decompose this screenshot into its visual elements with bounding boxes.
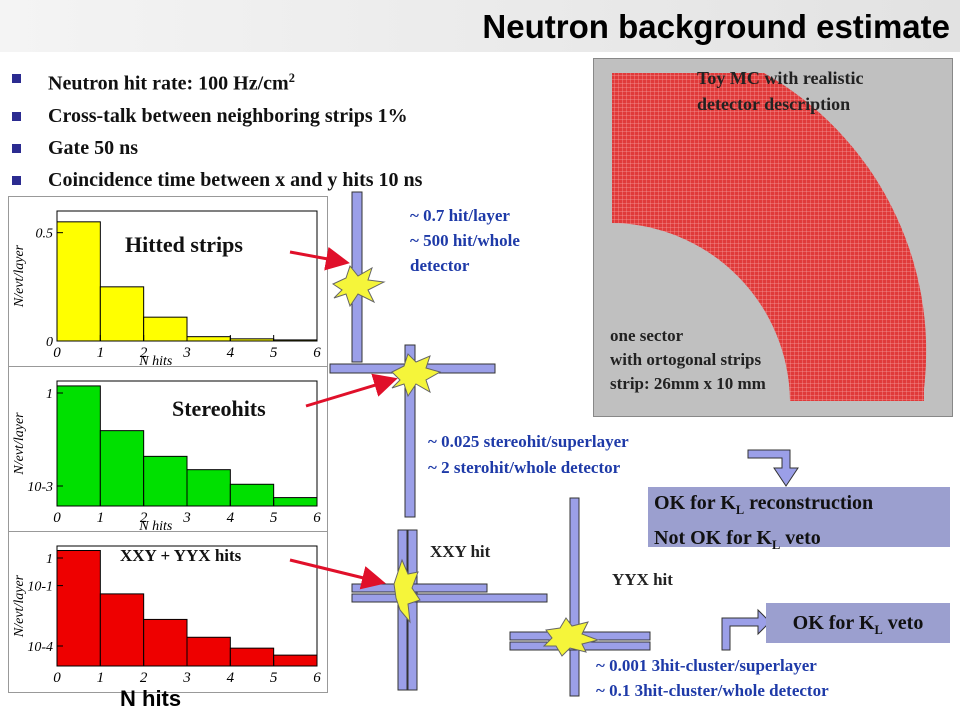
xxy-yyx-label: XXY + YYX hits (120, 546, 242, 565)
bullet-item: Cross-talk between neighboring strips 1% (12, 100, 422, 132)
bullet-item: Coincidence time between x and y hits 10… (12, 164, 422, 196)
y-tick-label: 0.5 (36, 227, 54, 242)
x-tick-label: 3 (182, 670, 191, 686)
sector-info-3: strip: 26mm x 10 mm (610, 374, 766, 393)
flow-arrows (721, 449, 799, 651)
hit-burst-icons (331, 264, 600, 657)
stereohits-label: Stereohits (172, 396, 266, 421)
y-tick-label: 10-1 (27, 580, 53, 595)
bullet-item: Neutron hit rate: 100 Hz/cm2 (12, 62, 422, 100)
bullet-square-icon (12, 143, 21, 153)
y-tick-label: 1 (46, 387, 53, 402)
histogram-bar (99, 430, 145, 507)
page-title: Neutron background estimate (482, 8, 950, 45)
ok-reconstruction-line: OK for KL reconstruction (654, 492, 874, 517)
x-tick-label: 1 (97, 345, 105, 361)
histogram-plot: 0 1 2 3 4 5 6 0 0.5N/evt/layer N hits (12, 210, 321, 369)
x-tick-label: 5 (270, 670, 278, 686)
not-ok-veto-line: Not OK for KL veto (654, 527, 821, 552)
x-tick-label: 4 (227, 510, 235, 526)
layer-stat-3: detector (410, 256, 470, 275)
histogram-bar (186, 469, 231, 507)
x-tick-label: 2 (140, 510, 148, 526)
cluster-stat-1: ~ 0.001 3hit-cluster/superlayer (596, 656, 817, 675)
histogram-bar (56, 385, 101, 507)
x-tick-label: 5 (270, 510, 278, 526)
x-tick-label: 2 (140, 345, 148, 361)
sector-info-2: with ortogonal strips (610, 350, 762, 369)
toy-mc-caption-1: Toy MC with realistic (697, 68, 864, 88)
toy-mc-sector-image (593, 58, 953, 417)
x-tick-label: 0 (53, 345, 61, 361)
ok-reconstruction-box: OK for KL reconstruction Not OK for KL v… (648, 487, 950, 552)
layer-stat-1: ~ 0.7 hit/layer (410, 206, 510, 225)
y-axis-label: N/evt/layer (12, 574, 27, 638)
x-axis-label: N hits (138, 354, 173, 367)
histogram-bar (99, 286, 145, 342)
histogram-plot: 0 1 2 3 4 5 6 1 10-1 10-4N/evt/layer (12, 545, 321, 686)
x-axis-label: N hits (138, 519, 173, 532)
x-tick-label: 5 (270, 345, 278, 361)
y-tick-label: 1 (46, 552, 53, 567)
layer-stat-2: ~ 500 hit/whole (410, 231, 520, 250)
x-tick-label: 6 (313, 670, 321, 686)
detector-sector-icon (612, 73, 927, 401)
bullet-list: Neutron hit rate: 100 Hz/cm2 Cross-talk … (12, 62, 422, 196)
ok-veto-box: OK for KL veto (766, 603, 950, 643)
x-tick-label: 4 (227, 345, 235, 361)
y-axis-label: N/evt/layer (12, 244, 27, 308)
bullet-square-icon (12, 175, 21, 185)
yyx-hit-label: YYX hit (612, 570, 673, 589)
hitted-strips-label: Hitted strips (125, 232, 243, 257)
sector-info-1: one sector (610, 326, 684, 345)
x-tick-label: 0 (53, 510, 61, 526)
x-tick-label: 1 (97, 510, 105, 526)
y-axis-label: N/evt/layer (12, 412, 27, 476)
histogram-bar (99, 593, 145, 667)
x-tick-label: 0 (53, 670, 61, 686)
histogram-bar (56, 221, 101, 342)
x-tick-label: 4 (227, 670, 235, 686)
stereo-stat-1: ~ 0.025 stereohit/superlayer (428, 432, 629, 451)
bullet-square-icon (12, 111, 21, 121)
toy-mc-caption-2: detector description (697, 94, 851, 114)
x-tick-label: 6 (313, 345, 321, 361)
y-tick-label: 10-3 (27, 480, 53, 495)
y-tick-label: 10-4 (27, 640, 53, 655)
bullet-item: Gate 50 ns (12, 132, 422, 164)
x-tick-label: 6 (313, 510, 321, 526)
stereo-stat-2: ~ 2 sterohit/whole detector (428, 458, 621, 477)
n-hits-label: N hits (120, 686, 182, 711)
title-bar (0, 0, 960, 52)
x-tick-label: 1 (97, 670, 105, 686)
y-tick-label: 0 (46, 335, 53, 350)
cluster-stat-2: ~ 0.1 3hit-cluster/whole detector (596, 681, 829, 700)
bullet-square-icon (12, 74, 21, 83)
x-tick-label: 3 (182, 510, 191, 526)
xxy-hit-label: XXY hit (430, 542, 491, 561)
histogram-plot: 0 1 2 3 4 5 6 1 10-3N/evt/layer N hits (12, 380, 321, 534)
x-tick-label: 3 (182, 345, 191, 361)
x-tick-label: 2 (140, 670, 148, 686)
